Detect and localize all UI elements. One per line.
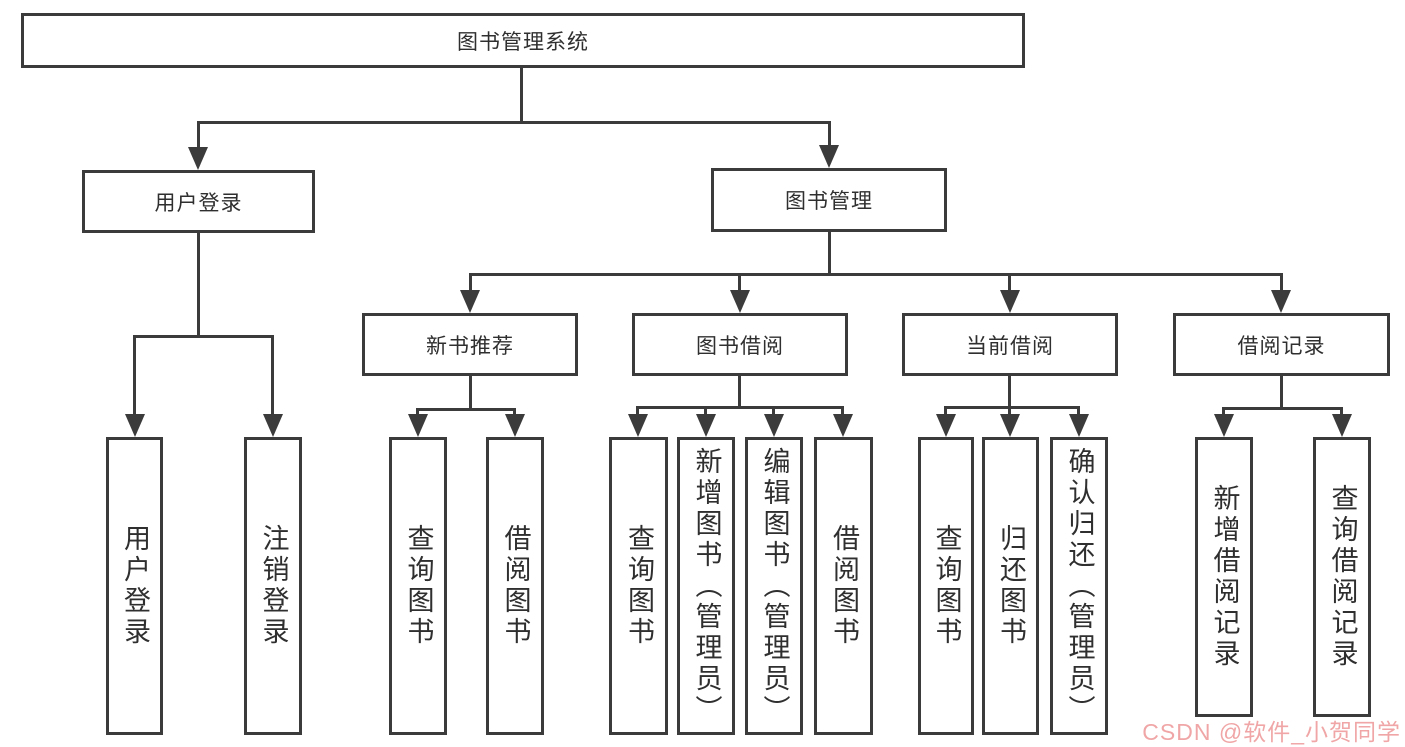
node-new-book-recommend-label: 新书推荐 [426, 334, 514, 358]
leaf-label: 确认归还（管理员） [1064, 446, 1095, 726]
leaf-records-add-record: 新增借阅记录 [1195, 437, 1253, 717]
connector-line [416, 408, 516, 411]
node-user-login: 用户登录 [82, 170, 315, 233]
arrow-down-icon [125, 414, 145, 437]
leaf-label: 编辑图书（管理员） [759, 446, 790, 726]
node-book-management: 图书管理 [711, 168, 947, 232]
connector-line [738, 376, 741, 406]
leaf-borrow-edit-book-admin: 编辑图书（管理员） [745, 437, 803, 735]
node-user-login-label: 用户登录 [154, 191, 243, 215]
arrow-down-icon [696, 414, 716, 437]
arrow-down-icon [408, 414, 428, 437]
node-borrow-records: 借阅记录 [1173, 313, 1390, 376]
connector-line [1222, 407, 1225, 416]
connector-line [469, 273, 1283, 276]
connector-line [704, 406, 707, 416]
connector-line [738, 273, 741, 292]
connector-line [1077, 406, 1080, 416]
leaf-current-return-book: 归还图书 [982, 437, 1039, 735]
leaf-user-login: 用户登录 [106, 437, 163, 735]
connector-line [197, 121, 831, 124]
leaf-label: 新增图书（管理员） [691, 446, 722, 726]
connector-line [1008, 406, 1011, 416]
leaf-recommend-borrow-book: 借阅图书 [486, 437, 544, 735]
leaf-label: 查询图书 [403, 524, 434, 648]
leaf-label: 归还图书 [996, 524, 1026, 648]
node-borrow-records-label: 借阅记录 [1237, 334, 1326, 358]
leaf-label: 查询图书 [624, 524, 654, 648]
leaf-label: 新增借阅记录 [1209, 484, 1240, 670]
leaf-logout: 注销登录 [244, 437, 302, 735]
node-current-borrow-label: 当前借阅 [966, 334, 1054, 358]
leaf-borrow-query-book: 查询图书 [609, 437, 668, 735]
connector-line [772, 406, 775, 416]
arrow-down-icon [505, 414, 525, 437]
node-book-borrow-label: 图书借阅 [696, 334, 784, 358]
connector-line [1280, 376, 1283, 407]
arrow-down-icon [188, 147, 208, 170]
connector-line [828, 232, 831, 273]
arrow-down-icon [936, 414, 956, 437]
arrow-down-icon [263, 414, 283, 437]
leaf-label: 查询借阅记录 [1327, 484, 1358, 670]
leaf-borrow-borrow-book: 借阅图书 [814, 437, 873, 735]
arrow-down-icon [1332, 414, 1352, 437]
leaf-label: 用户登录 [120, 524, 150, 648]
connector-line [944, 406, 1080, 409]
arrow-down-icon [460, 290, 480, 313]
leaf-recommend-query-book: 查询图书 [389, 437, 447, 735]
connector-line [828, 121, 831, 147]
connector-line [944, 406, 947, 416]
arrow-down-icon [1214, 414, 1234, 437]
node-root: 图书管理系统 [21, 13, 1025, 68]
connector-line [197, 121, 200, 149]
leaf-label: 查询图书 [931, 524, 962, 648]
arrow-down-icon [1069, 414, 1089, 437]
connector-line [1008, 273, 1011, 292]
connector-line [841, 406, 844, 416]
node-new-book-recommend: 新书推荐 [362, 313, 578, 376]
arrow-down-icon [730, 290, 750, 313]
arrow-down-icon [1000, 414, 1020, 437]
connector-line [133, 335, 136, 416]
connector-line [1008, 376, 1011, 406]
leaf-label: 借阅图书 [500, 524, 531, 648]
node-root-label: 图书管理系统 [457, 30, 589, 54]
connector-line [520, 68, 523, 121]
node-current-borrow: 当前借阅 [902, 313, 1118, 376]
arrow-down-icon [1271, 290, 1291, 313]
leaf-label: 注销登录 [258, 524, 289, 648]
connector-line [197, 233, 200, 335]
arrow-down-icon [764, 414, 784, 437]
leaf-current-confirm-return-admin: 确认归还（管理员） [1050, 437, 1108, 735]
arrow-down-icon [819, 145, 839, 168]
connector-line [1340, 407, 1343, 416]
leaf-current-query-book: 查询图书 [918, 437, 974, 735]
node-book-borrow: 图书借阅 [632, 313, 848, 376]
connector-line [636, 406, 639, 416]
connector-line [636, 406, 844, 409]
leaf-records-query-record: 查询借阅记录 [1313, 437, 1371, 717]
connector-line [513, 408, 516, 418]
connector-line [416, 408, 419, 418]
arrow-down-icon [833, 414, 853, 437]
connector-line [469, 376, 472, 408]
connector-line [1280, 273, 1283, 292]
leaf-borrow-add-book-admin: 新增图书（管理员） [677, 437, 735, 735]
connector-line [469, 273, 472, 292]
connector-line [133, 335, 274, 338]
arrow-down-icon [1000, 290, 1020, 313]
connector-line [271, 335, 274, 416]
node-book-management-label: 图书管理 [785, 190, 873, 213]
leaf-label: 借阅图书 [829, 524, 859, 648]
connector-line [1222, 407, 1343, 410]
arrow-down-icon [628, 414, 648, 437]
watermark: CSDN @软件_小贺同学 [1142, 719, 1401, 745]
